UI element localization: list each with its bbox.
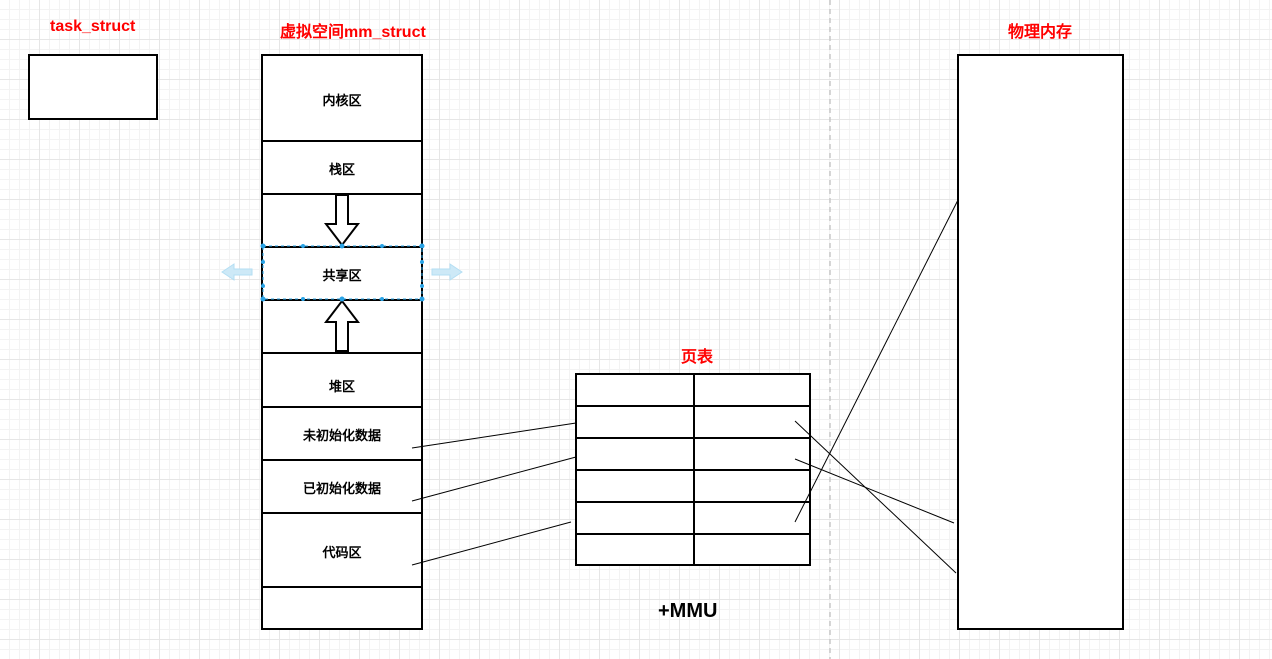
selection-handle [260, 243, 266, 249]
segment-divider [263, 459, 421, 461]
code-segment[interactable]: 代码区 [322, 545, 362, 561]
stack-segment[interactable]: 栈区 [328, 162, 355, 178]
virtual-space-title: 虚拟空间mm_struct [280, 24, 426, 41]
task-struct-box[interactable] [28, 54, 158, 120]
page-table-title: 页表 [681, 349, 714, 366]
kernel-segment[interactable]: 内核区 [322, 93, 362, 109]
heap-segment[interactable]: 堆区 [328, 379, 355, 395]
selection-handle [420, 284, 424, 288]
selection-handle [339, 296, 345, 302]
selection-handle [419, 296, 425, 302]
selection-handle [301, 244, 305, 248]
code-to-page-table-line [411, 521, 572, 566]
selection-handle [380, 297, 384, 301]
page-table-column-divider [693, 375, 695, 564]
selection-handle [261, 284, 265, 288]
selection-left-arrow [221, 263, 253, 281]
selection-handle [301, 297, 305, 301]
selection-handle [420, 260, 424, 264]
stack-grow-down-arrow [323, 194, 361, 247]
segment-divider [263, 406, 421, 408]
page-table-to-physical-line [794, 458, 955, 524]
segment-divider [263, 140, 421, 142]
segment-divider [263, 586, 421, 588]
physical-memory-title: 物理内存 [1008, 24, 1073, 41]
mmu-label: +MMU [658, 600, 718, 622]
physical-memory-box[interactable] [957, 54, 1124, 630]
page-table-to-physical-line [794, 420, 957, 574]
segment-divider [263, 352, 421, 354]
selection-handle [339, 243, 345, 249]
page-table-to-physical-line [794, 199, 959, 523]
selection-handle [260, 296, 266, 302]
task-struct-title: task_struct [50, 18, 136, 35]
heap-grow-up-arrow [323, 299, 361, 352]
selection-handle [419, 243, 425, 249]
selection-handles [260, 243, 425, 302]
selection-handle [380, 244, 384, 248]
data-to-page-table-line [411, 456, 577, 502]
data-segment[interactable]: 已初始化数据 [302, 481, 381, 497]
bss-segment[interactable]: 未初始化数据 [302, 428, 381, 444]
bss-to-page-table-line [411, 422, 577, 449]
selection-right-arrow [431, 263, 463, 281]
page-table[interactable] [575, 373, 811, 566]
selection-handle [261, 260, 265, 264]
segment-divider [263, 512, 421, 514]
shared-selection-outline [262, 245, 423, 300]
shared-segment[interactable]: 共享区 [322, 268, 362, 284]
